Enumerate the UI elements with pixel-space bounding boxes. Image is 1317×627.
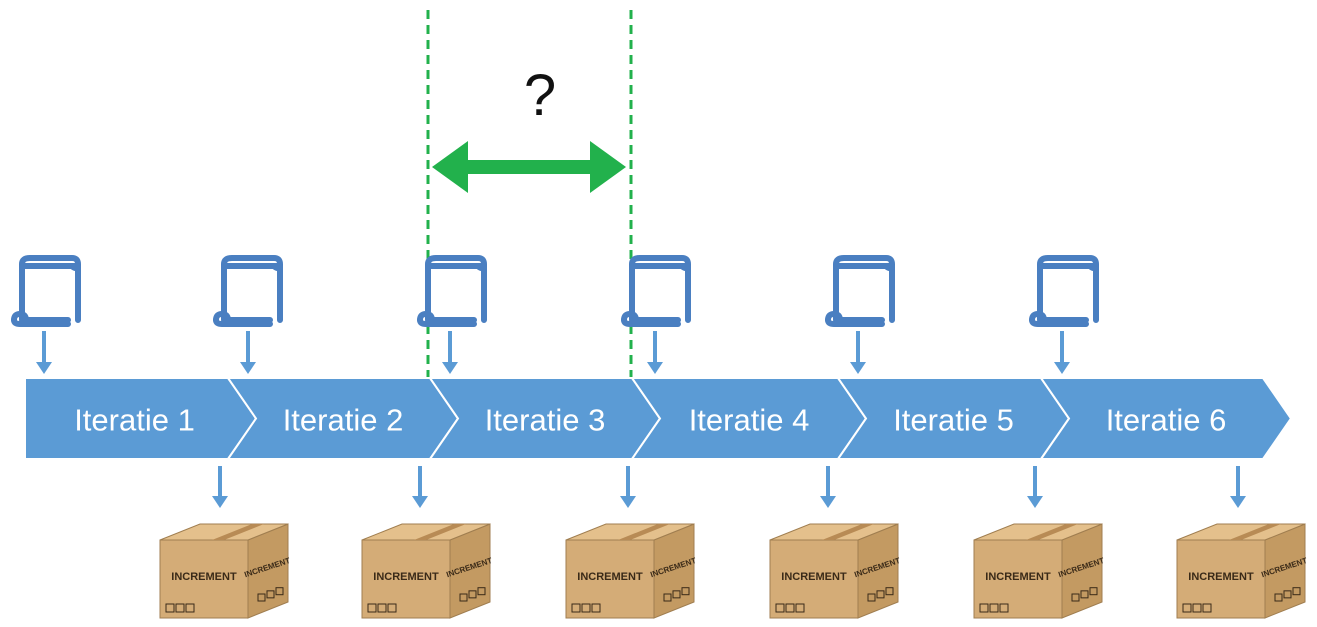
input-arrow-icon [240,331,256,374]
iteration-label: Iteratie 5 [893,403,1014,438]
scroll-icon [213,255,283,327]
scroll-icon [417,255,487,327]
iteration-label: Iteratie 1 [74,403,195,438]
output-arrow-icon [1230,466,1246,508]
input-arrow-icon [442,331,458,374]
scroll-icon [621,255,691,327]
scroll-row [11,255,1099,327]
scroll-icon [1029,255,1099,327]
box-front-label: INCREMENT [373,571,439,583]
iteration-label: Iteratie 6 [1106,403,1227,438]
output-arrow-icon [1027,466,1043,508]
iteration-chevron: Iteratie 2 [226,377,460,460]
box-front-label: INCREMENT [781,571,847,583]
output-arrow-icon [412,466,428,508]
question-mark: ? [524,63,556,128]
box-front-label: INCREMENT [1188,571,1254,583]
iteration-label: Iteratie 3 [485,403,606,438]
input-arrow-icon [850,331,866,374]
box-front-label: INCREMENT [577,571,643,583]
input-arrow-icon [647,331,663,374]
interval-arrow-left-head [432,141,468,193]
output-arrow-icon [820,466,836,508]
output-arrow-icon [212,466,228,508]
iteration-label: Iteratie 2 [283,403,404,438]
interval-arrow-right-head [590,141,626,193]
iteration-chevron: Iteratie 4 [630,377,868,460]
box-front-label: INCREMENT [171,571,237,583]
input-arrow-icon [36,331,52,374]
double-headed-arrow-icon [432,141,626,193]
iteration-label: Iteratie 4 [689,403,810,438]
box-front-label: INCREMENT [985,571,1051,583]
iteration-chevron-row: Iteratie 1 Iteratie 2 Iteratie 3 Iteratie 4… [24,377,1293,460]
scroll-icon [11,255,81,327]
iteration-chevron: Iteratie 6 [1039,377,1293,460]
output-arrow-row [212,466,1246,508]
output-arrow-icon [620,466,636,508]
scroll-icon [825,255,895,327]
input-arrow-icon [1054,331,1070,374]
iteration-chevron: Iteratie 3 [428,377,662,460]
iteration-chevron: Iteratie 5 [836,377,1071,460]
input-arrow-row [36,331,1070,374]
iteration-chevron: Iteratie 1 [24,377,258,460]
interval-arrow-shaft [458,160,596,174]
